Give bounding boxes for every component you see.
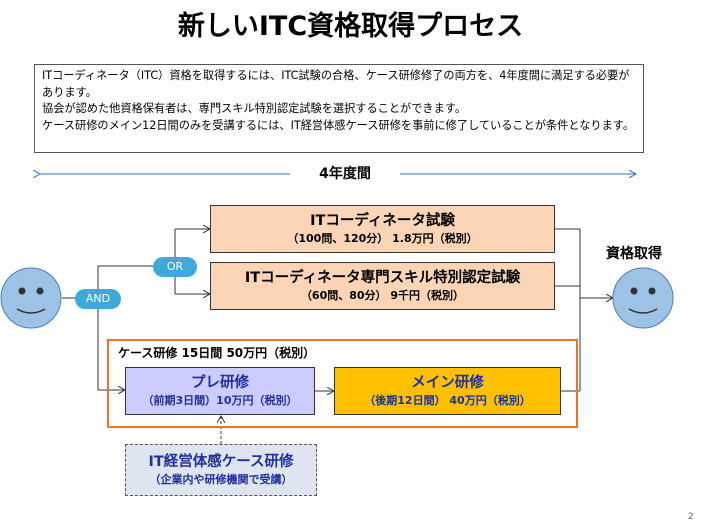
page-number: 2	[688, 512, 694, 522]
description-line-3: ケース研修のメイン12日間のみを受講するには、IT経営体感ケース研修を事前に修了…	[42, 118, 635, 132]
pre-training-box: プレ研修 （前期3日間）10万円（税別）	[125, 367, 315, 415]
special-exam-box: ITコーディネータ専門スキル特別認定試験 （60問、80分） 9千円（税別）	[210, 262, 555, 310]
case-training-frame	[107, 339, 578, 428]
description-line-1: ITコーディネータ（ITC）資格を取得するには、ITC試験の合格、ケース研修修了…	[42, 69, 630, 99]
description-box: ITコーディネータ（ITC）資格を取得するには、ITC試験の合格、ケース研修修了…	[34, 64, 644, 153]
goal-label: 資格取得	[606, 246, 662, 262]
applicant-face-icon	[0, 267, 62, 329]
itc-exam-box: ITコーディネータ試験 （100問、120分） 1.8万円（税別）	[210, 205, 555, 253]
itc-exam-detail: （100問、120分） 1.8万円（税別）	[287, 231, 478, 245]
it-case-training-title: IT経営体感ケース研修	[148, 454, 294, 470]
main-training-title: メイン研修	[411, 374, 484, 391]
main-training-detail: （後期12日間） 40万円（税別）	[364, 393, 531, 407]
it-case-training-detail: （企業内や研修機関で受講）	[149, 473, 293, 486]
special-exam-detail: （60問、80分） 9千円（税別）	[300, 288, 465, 302]
main-training-box: メイン研修 （後期12日間） 40万円（税別）	[334, 367, 561, 415]
and-badge: AND	[75, 289, 121, 309]
pre-training-title: プレ研修	[191, 374, 249, 391]
pre-training-detail: （前期3日間）10万円（税別）	[142, 393, 298, 407]
case-training-label: ケース研修 15日間 50万円（税別）	[118, 346, 316, 360]
or-badge: OR	[153, 257, 197, 277]
description-line-2: 協会が認めた他資格保有者は、専門スキル特別認定試験を選択することができます。	[42, 102, 467, 115]
special-exam-title: ITコーディネータ専門スキル特別認定試験	[244, 269, 521, 286]
certified-face-icon	[612, 267, 674, 329]
it-case-training-box: IT経営体感ケース研修 （企業内や研修機関で受講）	[125, 444, 317, 496]
page-title: 新しいITC資格取得プロセス	[177, 11, 524, 42]
itc-exam-title: ITコーディネータ試験	[310, 212, 455, 229]
period-label: 4年度間	[290, 163, 400, 183]
